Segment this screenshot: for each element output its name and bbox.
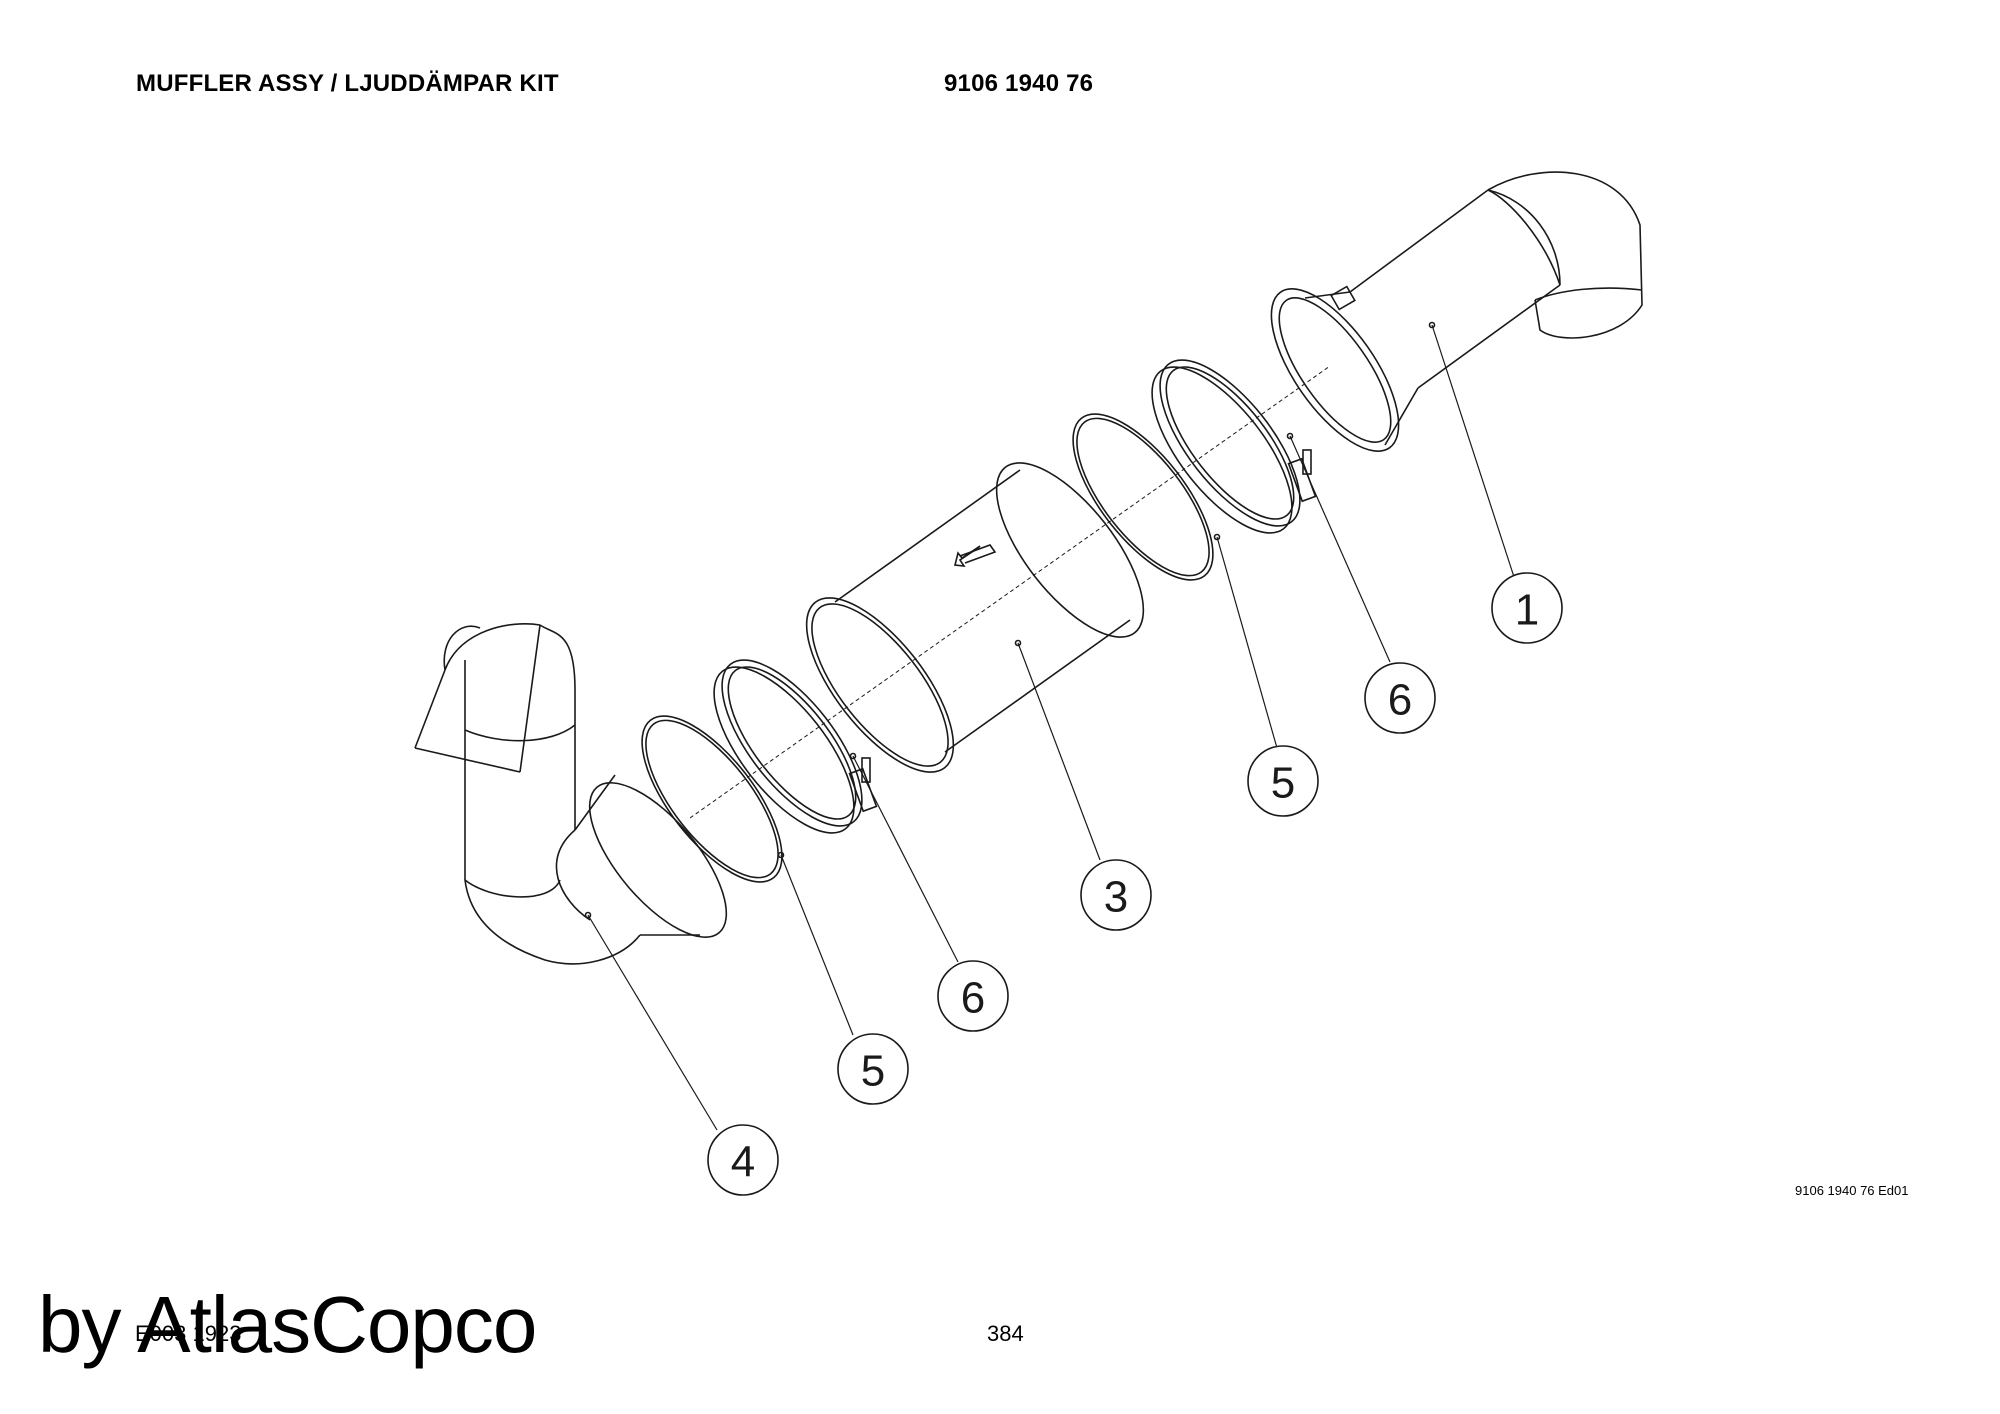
callout-5-lower: 5 <box>837 1033 909 1105</box>
leader-line-6-lower <box>852 755 959 963</box>
callout-6-upper-label: 6 <box>1388 676 1412 725</box>
callout-4: 4 <box>707 1124 779 1196</box>
callout-6-lower-label: 6 <box>961 974 985 1023</box>
part-5-lower-gasket <box>641 715 785 883</box>
part-5-upper-gasket <box>1072 413 1221 581</box>
part-4-lower-elbow-pipe <box>414 623 728 965</box>
part-1-upper-elbow-pipe <box>1270 171 1643 452</box>
page-number: 384 <box>987 1321 1024 1346</box>
leader-line-5-upper <box>1216 536 1278 749</box>
document-code: E003 1923 <box>135 1321 242 1346</box>
leader-line-3 <box>1017 642 1101 861</box>
drawing-title: MUFFLER ASSY / LJUDDÄMPAR KIT <box>136 70 559 97</box>
leader-line-6-upper <box>1289 435 1391 663</box>
callout-3: 3 <box>1080 859 1152 931</box>
leader-line-1 <box>1431 324 1516 581</box>
part-number: 9106 1940 76 <box>944 70 1094 97</box>
watermark-text: by AtlasCopco <box>38 1280 537 1369</box>
callout-6-upper: 6 <box>1364 662 1436 734</box>
callout-3-label: 3 <box>1104 873 1128 922</box>
callout-5-upper: 5 <box>1247 745 1319 817</box>
callout-1: 1 <box>1491 572 1563 644</box>
part-3-silencer-body <box>805 462 1145 773</box>
callout-5-lower-label: 5 <box>861 1047 885 1096</box>
callout-6-lower: 6 <box>937 960 1009 1032</box>
leader-line-5-lower <box>780 854 854 1036</box>
part-6-lower-clamp <box>713 659 878 834</box>
callout-5-upper-label: 5 <box>1271 759 1295 808</box>
leader-line-4 <box>587 914 718 1131</box>
center-axis-line <box>689 365 1331 819</box>
callout-1-label: 1 <box>1515 586 1539 635</box>
edition-label: 9106 1940 76 Ed01 <box>1795 1183 1909 1198</box>
callout-4-label: 4 <box>731 1138 755 1187</box>
part-6-upper-clamp <box>1151 359 1317 534</box>
